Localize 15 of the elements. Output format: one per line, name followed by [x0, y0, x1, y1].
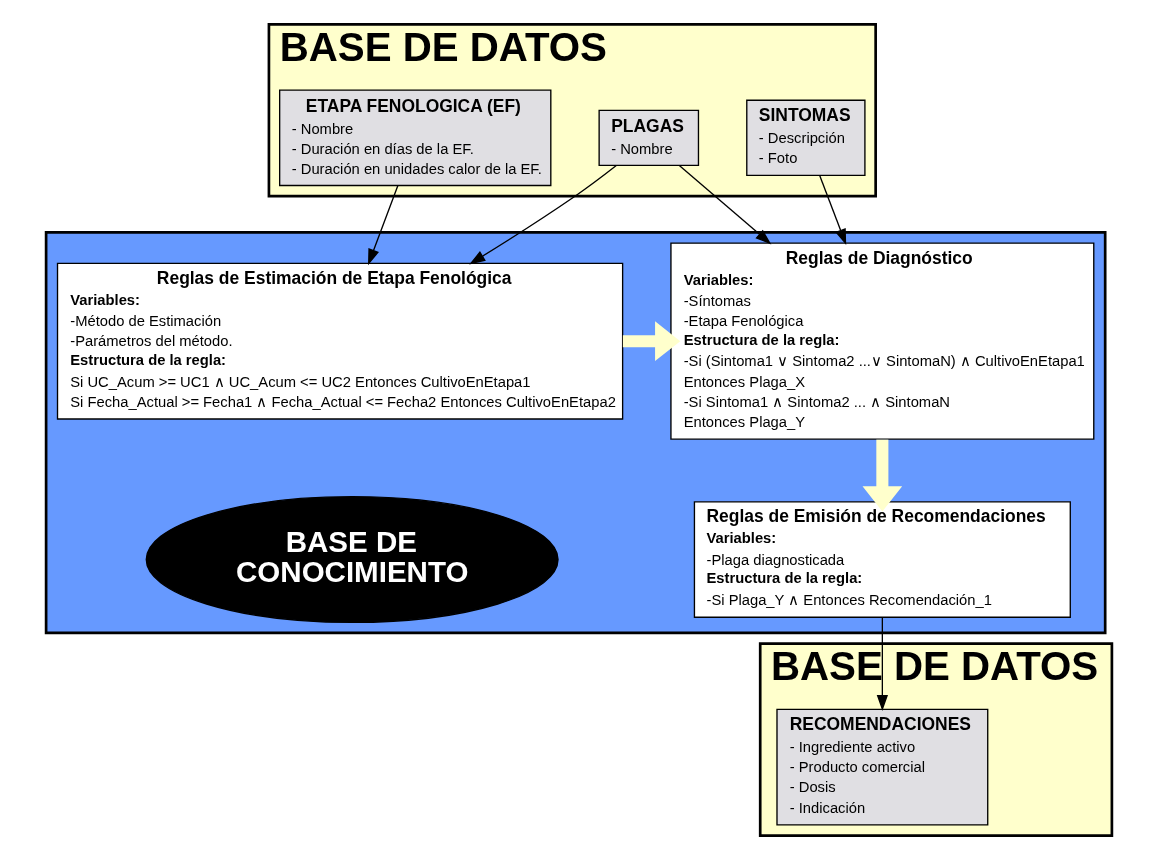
node-box: RECOMENDACIONES - Ingrediente activo - Producto comercial - Dosis - Indicación: [775, 708, 988, 826]
arrow: [622, 321, 680, 362]
arrow: [876, 616, 888, 712]
arrow: [468, 164, 617, 265]
node-box: Reglas de Diagnóstico Variables: -Síntomas -Etapa Fenológica Estructura de la regla: -Si (Sintoma1 ∨ Sintoma2 ...∨ SintomaN) ∧ CultivoEnEtapa1 Entonces Plaga_X -Si Sintoma1 ∧ Sintoma2 ... ∧ SintomaN Entonces Plaga_Y: [669, 242, 1094, 440]
node-box: Reglas de Estimación de Etapa Fenológica Variables: -Método de Estimación -Parámetros del método. Estructura de la regla: Si UC_Acum >= UC1 ∧ UC_Acum <= UC2 Entonces CultivoEnEtapa1 Si Fecha_Actual >= Fecha1 ∧ Fecha_Actual <= Fecha2 Entonces CultivoEnEtapa2: [56, 262, 623, 420]
node-box: PLAGAS - Nombre: [597, 109, 699, 166]
node-box: Reglas de Emisión de Recomendaciones Variables: -Plaga diagnosticada Estructura de la regla: -Si Plaga_Y ∧ Entonces Recomendación_1: [693, 501, 1071, 618]
node-ellipse: BASE DE CONOCIMIENTO: [145, 496, 559, 624]
arrow: [367, 185, 398, 266]
arrow: [862, 439, 902, 512]
node-box: ETAPA FENOLOGICA (EF) - Nombre - Duración en días de la EF. - Duración en unidades calor de la EF.: [278, 89, 551, 187]
node-box: SINTOMAS - Descripción - Foto: [745, 99, 866, 177]
arrow: [818, 174, 846, 245]
arrow: [678, 164, 771, 245]
